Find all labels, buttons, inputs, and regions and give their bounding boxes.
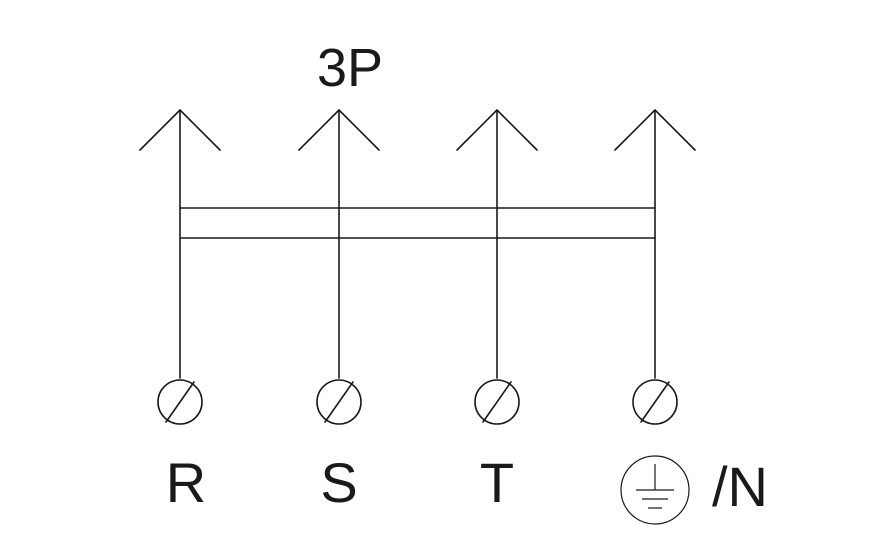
terminal-circle-icon <box>474 379 520 425</box>
terminal-label-T: T <box>480 451 514 514</box>
terminal-circle-icon <box>316 379 362 425</box>
ground-icon <box>620 455 690 525</box>
terminal-circle-icon <box>157 379 203 425</box>
mechanical-linkage-bar <box>179 207 656 239</box>
terminal-label-S: S <box>320 451 357 514</box>
diagram-title: 3P <box>317 38 383 98</box>
terminal-label-N: /N <box>712 455 768 518</box>
terminal-label-R: R <box>166 451 206 514</box>
terminal-circle-icon <box>632 379 678 425</box>
